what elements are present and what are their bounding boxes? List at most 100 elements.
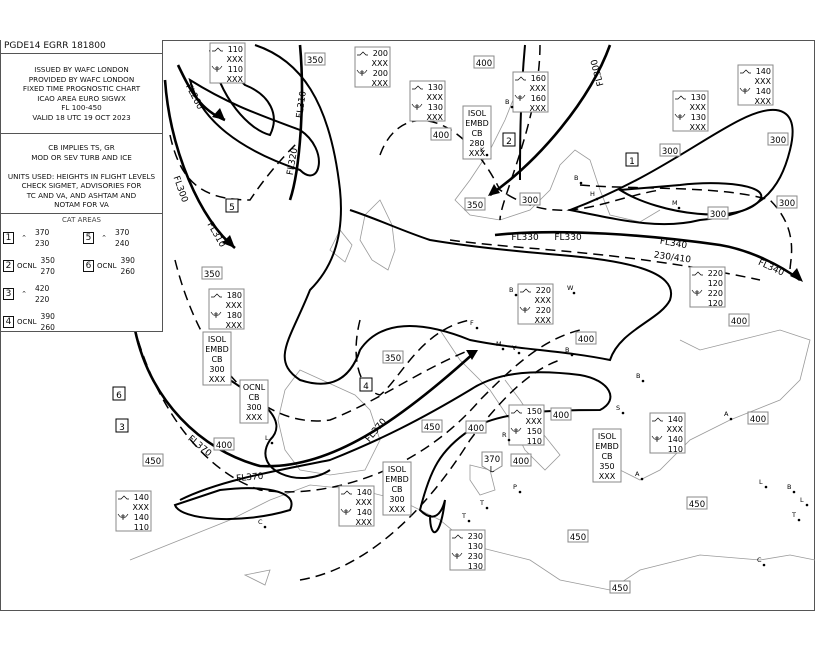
jet-label: FL330 xyxy=(511,233,539,243)
cb-box-line: ISOL xyxy=(208,335,227,344)
cat-area-boundaries xyxy=(129,44,793,581)
tropopause-height: 350 xyxy=(464,197,486,211)
icing-top: 140 xyxy=(134,513,149,522)
station-marker: B xyxy=(574,174,583,185)
tropopause-value: 300 xyxy=(710,210,726,220)
station-marker: K xyxy=(480,146,489,157)
icing-icon xyxy=(340,508,352,515)
station-marker: M xyxy=(672,199,681,210)
chart-legend: PGDE14 EGRR 181800 ISSUED BY WAFC LONDON… xyxy=(0,40,163,332)
turkey-coast xyxy=(599,329,811,481)
tropopause-height: 400 xyxy=(465,420,487,434)
cat-area-marker: 3 xyxy=(115,418,129,433)
station-marker: S xyxy=(616,404,625,415)
cat-area-5-boundary xyxy=(169,134,301,201)
cat-area-number: 2 xyxy=(506,137,512,147)
station-marker: V xyxy=(512,344,521,355)
tropopause-value: 300 xyxy=(770,136,786,146)
tropopause-value: 450 xyxy=(612,584,628,594)
tropopause-value: 400 xyxy=(578,335,594,345)
tropopause-value: 350 xyxy=(307,56,323,66)
cat-area-1-east xyxy=(579,184,793,271)
jet-label: FL330 xyxy=(554,233,582,243)
station-marker: W xyxy=(567,284,576,295)
issue-line: ICAO AREA EURO SIGWX xyxy=(37,93,126,103)
icing-icon xyxy=(691,289,703,296)
turbulence-base: XXX xyxy=(133,503,150,512)
turbulence-icon xyxy=(357,51,368,56)
cb-cloud-areas xyxy=(173,44,794,534)
station-label: P xyxy=(513,483,517,491)
turbulence-icon xyxy=(211,293,222,298)
ocnl-turbulence-icon: OCNL xyxy=(17,318,37,326)
turbulence-base: 130 xyxy=(468,542,483,551)
cat-area-4-boundary xyxy=(355,319,471,396)
cb-box-line: 350 xyxy=(599,462,614,471)
turbulence-icon xyxy=(675,95,686,100)
issue-line: ISSUED BY WAFC LONDON xyxy=(34,65,129,74)
jet-fl310-320 xyxy=(288,44,304,201)
cat-area-number: 1 xyxy=(3,232,14,244)
station-marker: T xyxy=(791,511,801,522)
station-label: V xyxy=(512,344,517,352)
station-label: L xyxy=(265,434,269,442)
turbulence-icon xyxy=(652,417,663,422)
cb-box-line: XXX xyxy=(599,472,616,481)
icing-icon xyxy=(356,69,368,76)
turbulence-base: XXX xyxy=(690,103,707,112)
icing-top: 140 xyxy=(668,435,683,444)
turbulence-base: XXX xyxy=(535,296,552,305)
cb-box-line: CB xyxy=(601,452,612,461)
tropopause-value: 400 xyxy=(750,415,766,425)
station-label: H xyxy=(590,190,595,198)
tropopause-height: 450 xyxy=(567,529,589,543)
station-marker: L xyxy=(265,434,274,445)
cb-box-line: EMBD xyxy=(595,442,619,451)
cb-box-line: ISOL xyxy=(468,109,487,118)
icing-icon xyxy=(117,513,129,520)
cat-area-number: 5 xyxy=(83,232,94,244)
station-marker: M xyxy=(496,340,505,351)
icing-base: 110 xyxy=(668,445,683,454)
icing-icon xyxy=(739,87,751,94)
cloud-area xyxy=(188,77,320,177)
station-label: B xyxy=(565,346,569,354)
station-label: L xyxy=(759,478,763,486)
turbulence-top: 130 xyxy=(428,83,443,92)
issue-info: ISSUED BY WAFC LONDON PROVIDED BY WAFC L… xyxy=(1,54,162,134)
issue-line: FL 100-450 xyxy=(61,103,102,112)
cat-area-number: 5 xyxy=(229,203,235,213)
turbulence-top: 230 xyxy=(468,532,483,541)
icing-icon xyxy=(411,103,423,110)
tropopause-height: 400 xyxy=(747,411,769,425)
note-line: NOTAM FOR VA xyxy=(54,200,109,209)
turbulence-icon xyxy=(118,495,129,500)
ireland-coast xyxy=(329,229,353,263)
tropopause-height: 400 xyxy=(550,407,572,421)
station-label: B xyxy=(636,372,640,380)
tropopause-value: 400 xyxy=(513,457,529,467)
cat-area-number: 6 xyxy=(116,391,122,401)
tropopause-height: 300 xyxy=(767,132,789,146)
turbulence-top: 150 xyxy=(527,407,542,416)
note-spacer xyxy=(3,162,160,172)
station-marker: T xyxy=(461,512,471,523)
jet-arrowhead xyxy=(212,108,225,120)
tropopause-height: 300 xyxy=(519,192,541,206)
turbulence-icon xyxy=(212,47,223,52)
icing-base: XXX xyxy=(535,316,552,325)
tropopause-value: 400 xyxy=(553,411,569,421)
turbulence-icon xyxy=(520,288,531,293)
